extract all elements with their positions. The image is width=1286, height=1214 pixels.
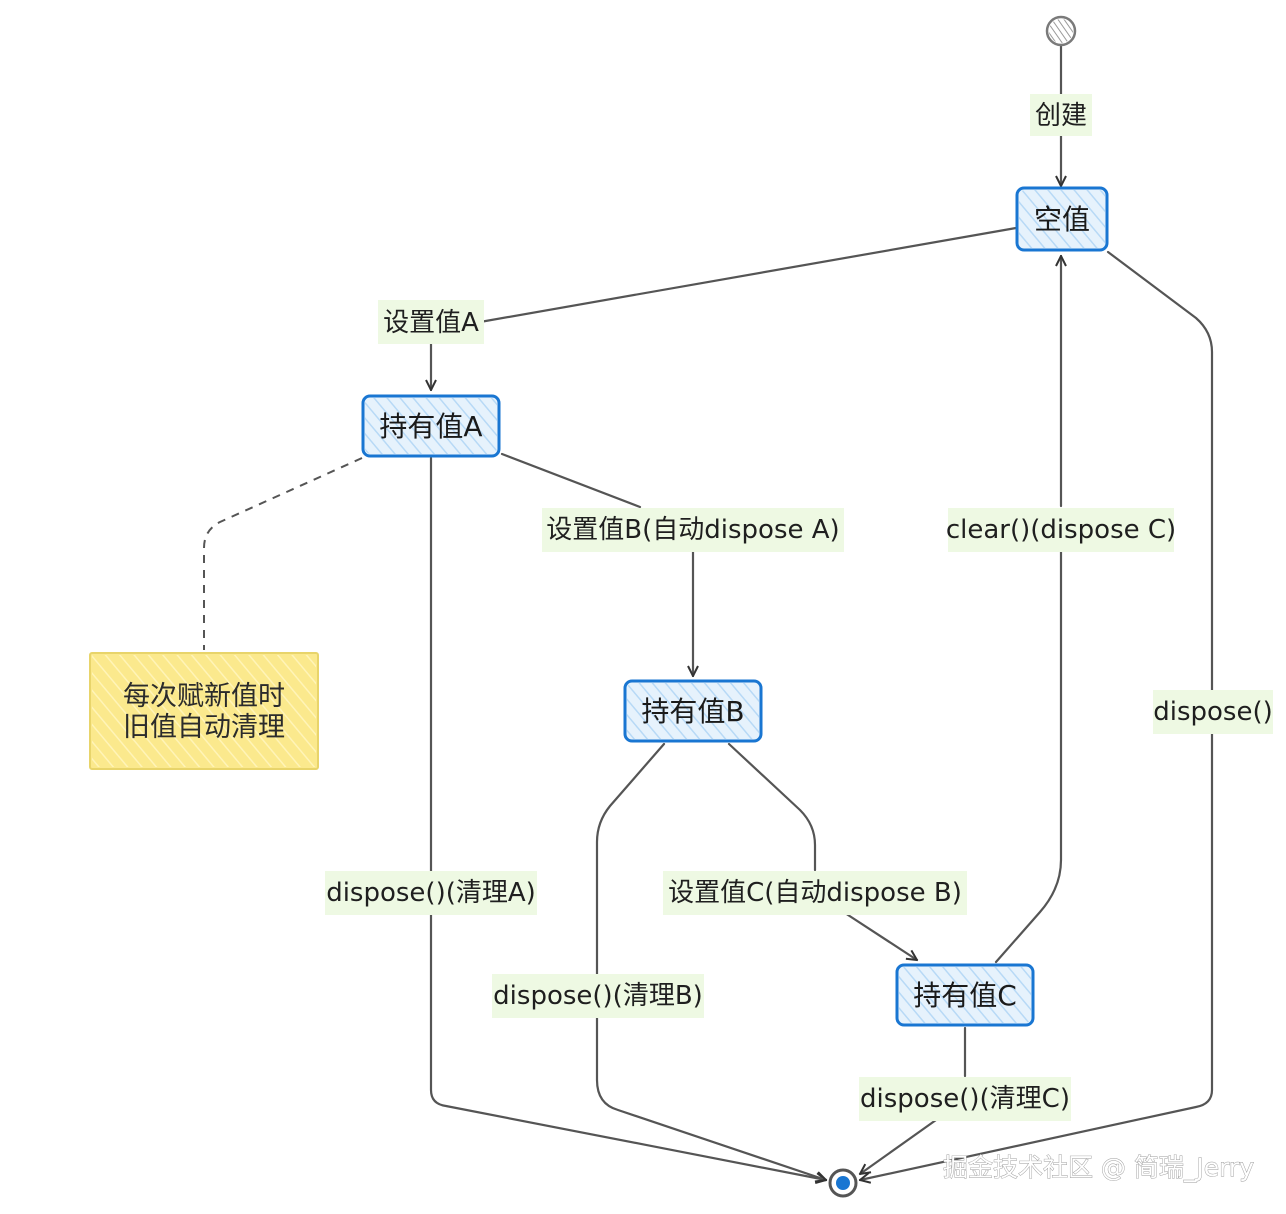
label-create: 创建 <box>1030 94 1092 136</box>
note-line-2: 旧值自动清理 <box>123 712 285 743</box>
note-connector <box>203 457 363 650</box>
edge-dispose-a <box>429 456 826 1180</box>
svg-text:设置值A: 设置值A <box>383 308 479 338</box>
svg-text:dispose()(清理C): dispose()(清理C) <box>860 1084 1070 1114</box>
state-hold-a-label: 持有值A <box>379 410 482 443</box>
svg-text:设置值C(自动dispose B): 设置值C(自动dispose B) <box>668 878 962 908</box>
edge-set-c-arrow <box>843 911 917 960</box>
edge-set-a <box>478 226 1018 324</box>
label-set-b: 设置值B(自动dispose A) <box>542 508 844 552</box>
edge-set-b <box>500 452 642 509</box>
label-dispose-c: dispose()(清理C) <box>859 1077 1071 1121</box>
watermark: 掘金技术社区 @ 简瑞_Jerry <box>943 1153 1254 1182</box>
label-dispose-empty: dispose() <box>1153 690 1273 734</box>
state-hold-c[interactable]: 持有值C <box>895 963 1035 1027</box>
svg-text:dispose()(清理A): dispose()(清理A) <box>326 878 536 908</box>
state-hold-b-label: 持有值B <box>641 695 744 728</box>
label-dispose-a: dispose()(清理A) <box>325 871 537 915</box>
label-set-a: 设置值A <box>378 300 484 344</box>
edge-clear <box>994 550 1063 964</box>
edge-set-c <box>727 742 817 872</box>
note-line-1: 每次赋新值时 <box>123 681 285 712</box>
state-hold-a[interactable]: 持有值A <box>361 394 501 458</box>
start-marker <box>1045 15 1077 47</box>
state-empty[interactable]: 空值 <box>1015 186 1109 252</box>
svg-text:创建: 创建 <box>1035 101 1087 131</box>
state-empty-label: 空值 <box>1034 203 1090 236</box>
label-set-c: 设置值C(自动dispose B) <box>663 871 967 915</box>
label-clear: clear()(dispose C) <box>946 508 1176 552</box>
svg-text:设置值B(自动dispose A): 设置值B(自动dispose A) <box>546 515 839 545</box>
state-hold-b[interactable]: 持有值B <box>623 679 763 743</box>
svg-text:dispose(): dispose() <box>1153 697 1273 727</box>
note-box: 每次赋新值时 旧值自动清理 <box>89 652 319 770</box>
svg-text:clear()(dispose C): clear()(dispose C) <box>946 515 1176 545</box>
svg-text:dispose()(清理B): dispose()(清理B) <box>493 981 703 1011</box>
edge-dispose-c-arrow <box>860 1118 938 1174</box>
state-hold-c-label: 持有值C <box>913 979 1017 1012</box>
label-dispose-b: dispose()(清理B) <box>492 974 704 1018</box>
edge-dispose-b <box>595 742 826 1180</box>
end-marker <box>828 1168 858 1198</box>
